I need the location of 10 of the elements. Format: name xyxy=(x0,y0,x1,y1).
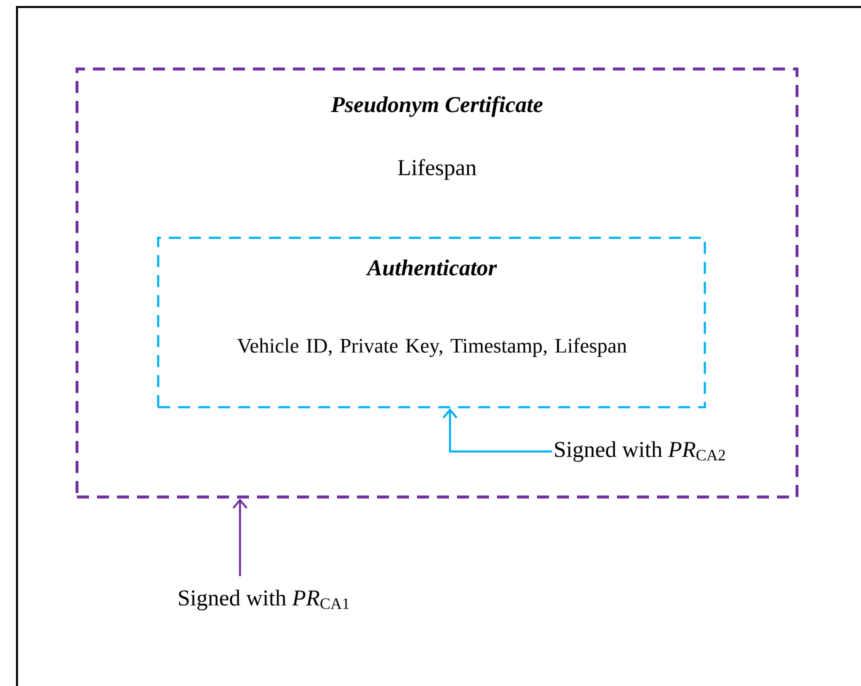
box-text: Lifespan xyxy=(398,159,476,180)
arrow xyxy=(232,498,248,576)
dashed-box xyxy=(157,236,706,408)
signature-label: Signed with PR$_{CA1}$ xyxy=(179,590,349,610)
signature-label: Signed with PR$_{CA2}$ xyxy=(555,441,725,462)
box-text: Vehicle ID, Private Key, Timestamp, Lifespan xyxy=(237,338,627,357)
box-heading: Authenticator xyxy=(366,260,498,276)
box-heading: Pseudonym Certificate xyxy=(330,96,543,117)
dashed-box xyxy=(76,68,798,498)
arrow xyxy=(442,408,552,452)
